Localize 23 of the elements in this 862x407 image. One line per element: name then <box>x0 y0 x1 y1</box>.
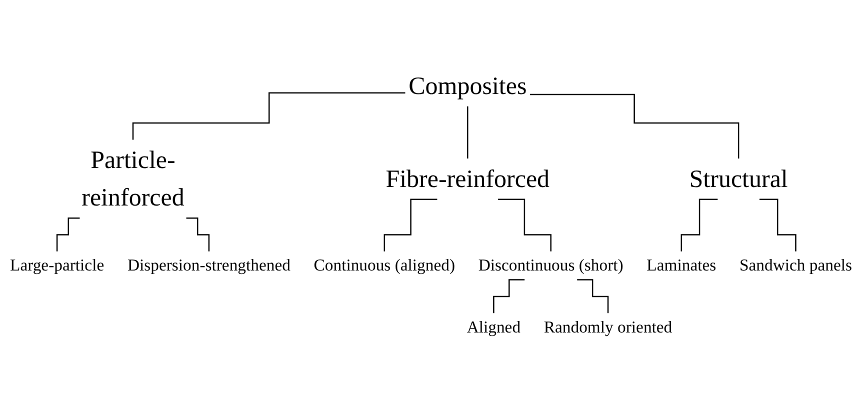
node-text: Aligned <box>466 318 521 336</box>
connector <box>759 198 796 252</box>
connector <box>467 106 468 160</box>
node-text: Structural <box>689 165 788 193</box>
node-text: Laminates <box>646 256 716 275</box>
node-text: Continuous (aligned) <box>314 256 456 275</box>
connector <box>577 279 609 314</box>
connector <box>498 198 552 252</box>
connector <box>680 198 718 252</box>
node-text: Dispersion-strengthened <box>127 256 290 275</box>
connector <box>132 92 406 140</box>
node-text: Randomly oriented <box>544 318 672 336</box>
connector <box>493 279 525 314</box>
connector <box>384 198 438 252</box>
node-text: Particle-reinforced <box>82 146 184 212</box>
node-text: Discontinuous (short) <box>478 256 624 275</box>
node-text: Composites <box>408 72 527 100</box>
connector <box>530 94 740 160</box>
node-text: Sandwich panels <box>739 256 852 275</box>
node-text: Large-particle <box>10 256 104 275</box>
node-text: Fibre-reinforced <box>386 165 550 193</box>
connector <box>186 217 210 252</box>
connector <box>56 217 80 252</box>
